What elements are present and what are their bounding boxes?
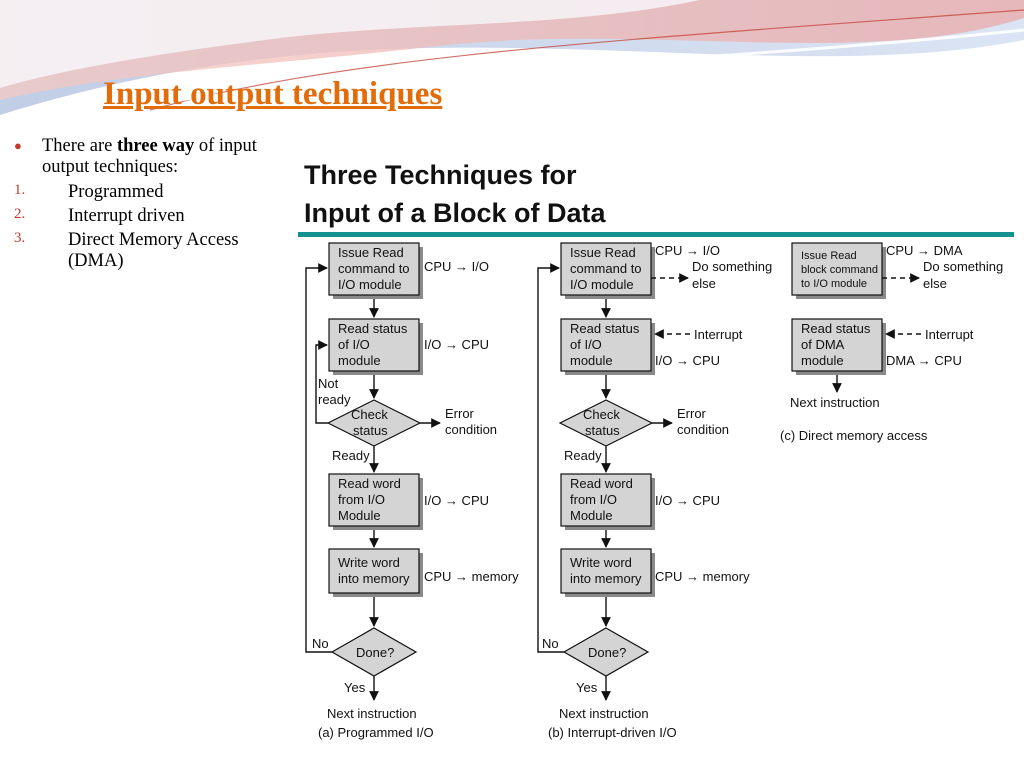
- int-write-word-l2: into memory: [570, 571, 642, 586]
- prog-cpu-io: CPU → I/O: [424, 259, 489, 274]
- int-caption: (b) Interrupt-driven I/O: [548, 725, 677, 740]
- int-check-status-l1: Check: [583, 407, 620, 422]
- dma-next-instruction: Next instruction: [790, 395, 880, 410]
- prog-not-ready-l2: ready: [318, 392, 351, 407]
- prog-error-l1: Error: [445, 406, 475, 421]
- prog-no: No: [312, 636, 329, 651]
- dma-read-status-l3: module: [801, 353, 844, 368]
- list-text: Interrupt driven: [68, 206, 185, 226]
- int-error-l1: Error: [677, 406, 707, 421]
- dma-read-status-l1: Read status: [801, 321, 871, 336]
- prog-not-ready-l1: Not: [318, 376, 339, 391]
- prog-cpu-memory: CPU → memory: [424, 569, 519, 584]
- prog-io-cpu-2: I/O → CPU: [424, 493, 489, 508]
- int-do-something-l2: else: [692, 276, 716, 291]
- list-text: Programmed: [68, 182, 164, 202]
- int-write-word-l1: Write word: [570, 555, 632, 570]
- int-no: No: [542, 636, 559, 651]
- int-ready: Ready: [564, 448, 602, 463]
- int-read-status-l3: module: [570, 353, 613, 368]
- bullet-icon: ●: [14, 139, 22, 154]
- dma-issue-read-l1: Issue Read: [801, 250, 857, 262]
- int-read-word-l1: Read word: [570, 476, 633, 491]
- int-read-status-l2: of I/O: [570, 337, 602, 352]
- prog-read-word-l3: Module: [338, 508, 381, 523]
- dma-issue-read-l3: to I/O module: [801, 278, 867, 290]
- prog-io-cpu-1: I/O → CPU: [424, 337, 489, 352]
- list-text: Direct Memory Access (DMA): [68, 230, 239, 271]
- io-techniques-diagram: Three Techniques for Input of a Block of…: [298, 140, 1014, 756]
- int-io-cpu-2: I/O → CPU: [655, 493, 720, 508]
- list-item: 3. Direct Memory Access (DMA): [14, 230, 294, 273]
- prog-write-word-l2: into memory: [338, 571, 410, 586]
- int-issue-read-l1: Issue Read: [570, 245, 636, 260]
- intro-bold: three way: [117, 136, 194, 156]
- list-number: 3.: [14, 230, 25, 247]
- prog-error-l2: condition: [445, 422, 497, 437]
- dma-read-status-l2: of DMA: [801, 337, 845, 352]
- prog-write-word-l1: Write word: [338, 555, 400, 570]
- intro-prefix: There are: [42, 136, 117, 156]
- prog-issue-read-l1: Issue Read: [338, 245, 404, 260]
- intro-bullet: ● There are three way of input output te…: [14, 136, 294, 179]
- int-check-status-l2: status: [585, 423, 620, 438]
- prog-read-status-l3: module: [338, 353, 381, 368]
- prog-done: Done?: [356, 645, 394, 660]
- prog-yes: Yes: [344, 680, 366, 695]
- int-interrupt: Interrupt: [694, 327, 743, 342]
- list-number: 1.: [14, 182, 25, 199]
- prog-ready: Ready: [332, 448, 370, 463]
- diagram-heading-line1: Three Techniques for: [304, 160, 577, 190]
- int-read-word-l3: Module: [570, 508, 613, 523]
- int-read-status-l1: Read status: [570, 321, 640, 336]
- dma-interrupt: Interrupt: [925, 327, 974, 342]
- prog-caption: (a) Programmed I/O: [318, 725, 434, 740]
- prog-check-status-l1: Check: [351, 407, 388, 422]
- heading-accent-bar: [298, 232, 1014, 237]
- prog-read-status-l1: Read status: [338, 321, 408, 336]
- int-read-word-l2: from I/O: [570, 492, 617, 507]
- int-io-cpu-1: I/O → CPU: [655, 353, 720, 368]
- dma-do-something-l2: else: [923, 276, 947, 291]
- prog-next-instruction: Next instruction: [327, 706, 417, 721]
- int-next-instruction: Next instruction: [559, 706, 649, 721]
- int-cpu-io: CPU → I/O: [655, 243, 720, 258]
- prog-issue-read-l2: command to: [338, 261, 410, 276]
- prog-check-status-l2: status: [353, 423, 388, 438]
- prog-issue-read-l3: I/O module: [338, 277, 402, 292]
- list-item: 2. Interrupt driven: [14, 206, 294, 227]
- dma-issue-read-l2: block command: [801, 264, 878, 276]
- dma-do-something-l1: Do something: [923, 259, 1003, 274]
- left-text-column: ● There are three way of input output te…: [14, 136, 294, 273]
- int-error-l2: condition: [677, 422, 729, 437]
- int-yes: Yes: [576, 680, 598, 695]
- int-issue-read-l2: command to: [570, 261, 642, 276]
- diagram-heading-line2: Input of a Block of Data: [304, 198, 606, 228]
- dma-dma-cpu: DMA → CPU: [886, 353, 962, 368]
- int-done: Done?: [588, 645, 626, 660]
- slide-title: Input output techniques: [103, 76, 442, 113]
- dma-caption: (c) Direct memory access: [780, 428, 928, 443]
- prog-read-word-l2: from I/O: [338, 492, 385, 507]
- int-issue-read-l3: I/O module: [570, 277, 634, 292]
- prog-read-status-l2: of I/O: [338, 337, 370, 352]
- int-cpu-memory: CPU → memory: [655, 569, 750, 584]
- int-do-something-l1: Do something: [692, 259, 772, 274]
- prog-read-word-l1: Read word: [338, 476, 401, 491]
- list-number: 2.: [14, 206, 25, 223]
- list-item: 1. Programmed: [14, 182, 294, 203]
- dma-cpu-dma: CPU → DMA: [886, 243, 963, 258]
